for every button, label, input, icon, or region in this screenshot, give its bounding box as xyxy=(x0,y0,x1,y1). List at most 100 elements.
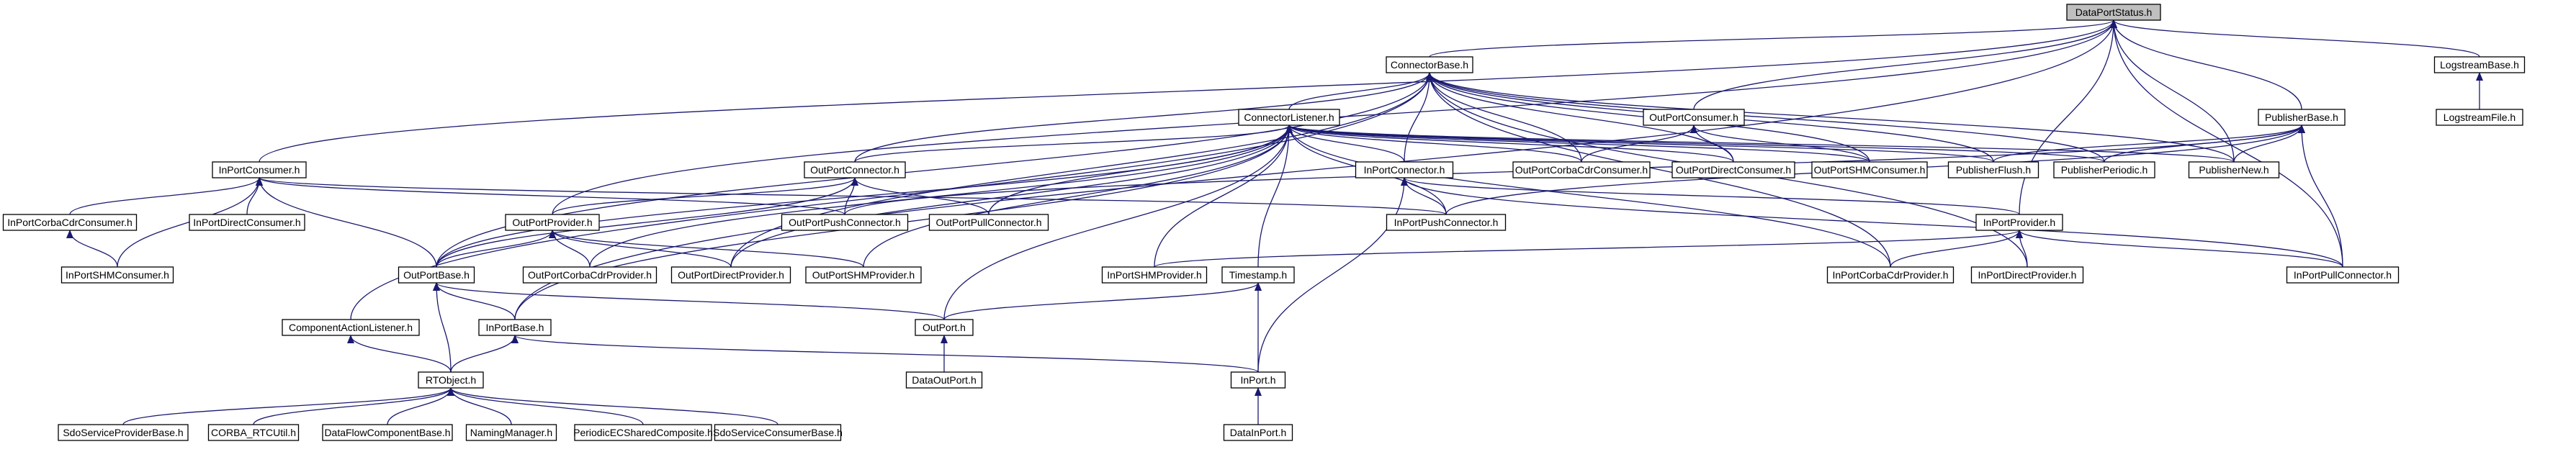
node-label: InPort.h xyxy=(1240,374,1275,386)
node-outportdirectprovider-h[interactable]: OutPortDirectProvider.h xyxy=(670,266,791,284)
edge-inportcorbacdrconsumer-h-to-inportconsumer-h xyxy=(69,177,263,215)
node-box xyxy=(1975,214,2063,231)
edge-publishernew-h-to-dataportstatus-h xyxy=(2110,19,2235,163)
node-dataflowcomponentbase-h[interactable]: DataFlowComponentBase.h xyxy=(322,424,453,441)
node-outportpullconnector-h[interactable]: OutPortPullConnector.h xyxy=(928,214,1049,231)
node-outportconnector-h[interactable]: OutPortConnector.h xyxy=(804,161,906,178)
node-box xyxy=(1970,266,2084,284)
node-inportdirectconsumer-h[interactable]: InPortDirectConsumer.h xyxy=(189,214,305,231)
edge-publisherflush-h-to-connectorlistener-h xyxy=(1285,125,1994,163)
node-inportconnector-h[interactable]: InPortConnector.h xyxy=(1355,161,1454,178)
node-box xyxy=(282,319,420,336)
edge-inportconsumer-h-to-dataportstatus-h xyxy=(259,19,2117,163)
edge-outportpushconnector-h-to-inportconsumer-h xyxy=(256,177,845,215)
node-label: InPortDirectConsumer.h xyxy=(193,217,300,228)
node-inportprovider-h[interactable]: InPortProvider.h xyxy=(1975,214,2063,231)
node-outportprovider-h[interactable]: OutPortProvider.h xyxy=(505,214,600,231)
node-box xyxy=(2053,161,2155,178)
node-corba-rtcutil-h[interactable]: CORBA_RTCUtil.h xyxy=(207,424,300,441)
node-publisherflush-h[interactable]: PublisherFlush.h xyxy=(1947,161,2039,178)
node-periodicecsharedcomposite-h[interactable]: PeriodicECSharedComposite.h xyxy=(573,424,713,441)
node-inportbase-h[interactable]: InPortBase.h xyxy=(478,319,552,336)
node-inportshmprovider-h[interactable]: InPortSHMProvider.h xyxy=(1101,266,1208,284)
node-connectorbase-h[interactable]: ConnectorBase.h xyxy=(1386,56,1473,73)
edge-inportbase-h-to-dataportstatus-h xyxy=(514,19,2117,320)
edge-outportbase-h-to-outportconnector-h xyxy=(436,177,858,268)
node-box xyxy=(714,424,842,441)
node-box xyxy=(2188,161,2280,178)
node-inportpushconnector-h[interactable]: InPortPushConnector.h xyxy=(1386,214,1507,231)
node-label: OutPortCorbaCdrProvider.h xyxy=(528,269,652,281)
node-label: OutPortDirectConsumer.h xyxy=(1676,164,1791,176)
node-box xyxy=(398,266,475,284)
node-label: SdoServiceProviderBase.h xyxy=(63,427,183,438)
node-label: ConnectorBase.h xyxy=(1391,59,1468,71)
edge-outportbase-h-to-inportconsumer-h xyxy=(256,177,437,268)
node-box xyxy=(928,214,1049,231)
node-box xyxy=(189,214,305,231)
node-datainport-h[interactable]: DataInPort.h xyxy=(1223,424,1293,441)
node-outportdirectconsumer-h[interactable]: OutPortDirectConsumer.h xyxy=(1671,161,1795,178)
node-namingmanager-h[interactable]: NamingManager.h xyxy=(465,424,557,441)
node-outportcorbacdrconsumer-h[interactable]: OutPortCorbaCdrConsumer.h xyxy=(1512,161,1651,178)
node-dataportstatus-h[interactable]: DataPortStatus.h xyxy=(2066,4,2161,21)
node-outportshmconsumer-h[interactable]: OutPortSHMConsumer.h xyxy=(1811,161,1928,178)
node-logstreamfile-h[interactable]: LogstreamFile.h xyxy=(2436,109,2523,126)
node-box xyxy=(58,424,189,441)
node-outportconsumer-h[interactable]: OutPortConsumer.h xyxy=(1643,109,1745,126)
node-label: OutPortCorbaCdrConsumer.h xyxy=(1515,164,1648,176)
edge-inportshmconsumer-h-to-inportcorbacdrconsumer-h xyxy=(66,230,118,268)
node-outportcorbacdrprovider-h[interactable]: OutPortCorbaCdrProvider.h xyxy=(522,266,658,284)
node-inportdirectprovider-h[interactable]: InPortDirectProvider.h xyxy=(1970,266,2084,284)
node-dataoutport-h[interactable]: DataOutPort.h xyxy=(905,371,983,389)
node-sdoserviceconsumerbase-h[interactable]: SdoServiceConsumerBase.h xyxy=(713,424,843,441)
node-outportshmprovider-h[interactable]: OutPortSHMProvider.h xyxy=(805,266,922,284)
node-inportpullconnector-h[interactable]: InPortPullConnector.h xyxy=(2286,266,2400,284)
edge-outport-h-to-outportbase-h xyxy=(433,282,945,320)
node-box xyxy=(1512,161,1651,178)
node-label: SdoServiceConsumerBase.h xyxy=(713,427,843,438)
node-timestamp-h[interactable]: Timestamp.h xyxy=(1221,266,1295,284)
node-label: PublisherNew.h xyxy=(2199,164,2268,176)
node-inportconsumer-h[interactable]: InPortConsumer.h xyxy=(212,161,307,178)
node-rtobject-h[interactable]: RTObject.h xyxy=(418,371,484,389)
node-inport-h[interactable]: InPort.h xyxy=(1230,371,1286,389)
node-label: DataOutPort.h xyxy=(912,374,977,386)
edge-inportbase-h-to-outportbase-h xyxy=(433,282,516,320)
node-inportshmconsumer-h[interactable]: InPortSHMConsumer.h xyxy=(60,266,174,284)
node-sdoserviceproviderbase-h[interactable]: SdoServiceProviderBase.h xyxy=(58,424,189,441)
node-outportbase-h[interactable]: OutPortBase.h xyxy=(398,266,475,284)
edge-rtobject-h-to-inportbase-h xyxy=(450,335,519,373)
node-label: InPortSHMProvider.h xyxy=(1107,269,1202,281)
edge-outportdirectprovider-h-to-outportprovider-h xyxy=(549,230,732,268)
node-label: OutPort.h xyxy=(923,322,966,333)
node-label: Timestamp.h xyxy=(1229,269,1287,281)
node-box xyxy=(1221,266,1295,284)
node-label: ConnectorListener.h xyxy=(1244,112,1334,123)
node-box xyxy=(1386,214,1507,231)
node-outportpushconnector-h[interactable]: OutPortPushConnector.h xyxy=(781,214,909,231)
node-connectorlistener-h[interactable]: ConnectorListener.h xyxy=(1238,109,1340,126)
node-componentactionlistener-h[interactable]: ComponentActionListener.h xyxy=(282,319,420,336)
edge-publisherperiodic-h-to-connectorlistener-h xyxy=(1285,125,2105,163)
node-box xyxy=(2436,109,2523,126)
node-publisherbase-h[interactable]: PublisherBase.h xyxy=(2258,109,2346,126)
edge-inportcorbacdrprovider-h-to-connectorbase-h xyxy=(1426,72,1891,268)
node-inportcorbacdrconsumer-h[interactable]: InPortCorbaCdrConsumer.h xyxy=(2,214,138,231)
node-box xyxy=(1386,56,1473,73)
node-publisherperiodic-h[interactable]: PublisherPeriodic.h xyxy=(2053,161,2155,178)
edge-outportbase-h-to-outportprovider-h xyxy=(436,230,556,268)
node-box xyxy=(2286,266,2400,284)
node-outport-h[interactable]: OutPort.h xyxy=(915,319,974,336)
node-label: OutPortProvider.h xyxy=(512,217,592,228)
node-publishernew-h[interactable]: PublisherNew.h xyxy=(2188,161,2280,178)
edge-inport-h-to-inportconnector-h xyxy=(1257,177,1408,373)
node-label: PublisherFlush.h xyxy=(1956,164,2031,176)
edge-inportconnector-h-to-connectorlistener-h xyxy=(1285,125,1405,163)
node-box xyxy=(1643,109,1745,126)
node-inportcorbacdrprovider-h[interactable]: InPortCorbaCdrProvider.h xyxy=(1826,266,1955,284)
node-logstreambase-h[interactable]: LogstreamBase.h xyxy=(2433,56,2526,73)
node-label: DataInPort.h xyxy=(1230,427,1287,438)
edge-inport-h-to-inportbase-h xyxy=(511,335,1259,373)
